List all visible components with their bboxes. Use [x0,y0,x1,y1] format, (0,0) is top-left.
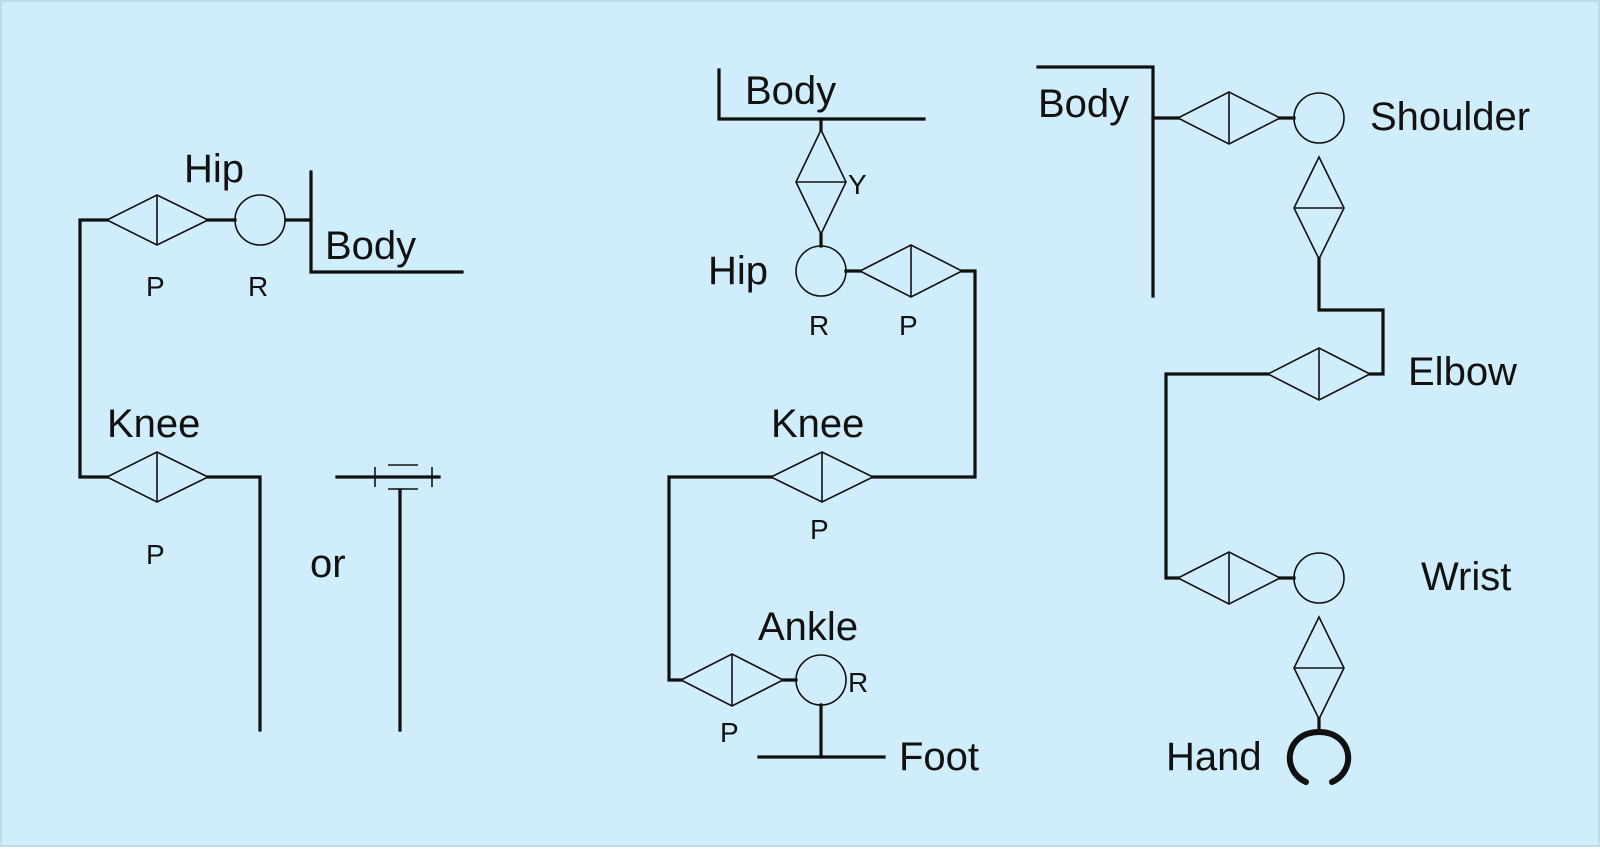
upper-arm-prismatic-joint [1293,155,1345,261]
shank-link [667,475,773,682]
body-label: Body [325,224,416,268]
hand-prismatic-joint [1293,615,1345,721]
hip-y-prismatic-joint [795,128,847,236]
shoulder-label: Shoulder [1370,95,1530,139]
hip-label: Hip [708,249,768,293]
ankle-p-label: P [720,717,739,748]
hand-label: Hand [1166,735,1262,779]
knee-prismatic-joint [769,451,875,503]
forearm-link [1164,372,1270,580]
knee-p-label: P [146,539,165,570]
sliding-joint-symbol [335,464,441,732]
wrist-label: Wrist [1421,555,1511,599]
full-leg-diagram: Body Y Hip R P Knee P Ankle R P Foot [667,68,979,779]
upper-arm-link [1317,257,1385,376]
knee-prismatic-joint [105,451,210,503]
thigh-link [78,218,109,479]
hip-label: Hip [184,147,244,191]
body-label: Body [1038,82,1129,126]
ankle-prismatic-joint [679,653,785,707]
hip-prismatic-joint [105,194,210,246]
hip-revolute-joint [795,245,847,297]
elbow-prismatic-joint [1266,347,1372,401]
hip-p-label: P [146,271,165,302]
wrist-revolute-joint [1293,552,1345,604]
hip-r-label: R [248,271,268,302]
ankle-label: Ankle [758,605,858,649]
ankle-revolute-joint [795,654,847,706]
or-label: or [310,542,346,586]
knee-label: Knee [771,402,864,446]
body-bracket [1036,65,1155,298]
shoulder-prismatic-joint [1176,91,1282,145]
body-label: Body [745,69,836,113]
shank-link [206,475,262,732]
gripper-icon [1286,728,1352,785]
thigh-link [871,269,977,479]
body-bracket [717,68,926,121]
hip-r-label: R [809,310,829,341]
knee-p-label: P [810,514,829,545]
hip-y-label: Y [848,169,867,200]
hip-revolute-joint [234,194,286,246]
arm-diagram: Body Shoulder Elbow Wrist Hand [1036,65,1530,785]
elbow-label: Elbow [1408,350,1517,394]
shoulder-revolute-joint [1293,92,1345,144]
body-bracket [309,170,464,274]
wrist-prismatic-joint [1176,551,1282,605]
hip-p-label: P [899,310,918,341]
ankle-r-label: R [848,667,868,698]
planar-leg-diagram: Hip Body P R Knee P or [78,147,464,732]
foot-label: Foot [899,735,979,779]
knee-label: Knee [107,402,200,446]
hip-prismatic-joint [858,244,964,298]
